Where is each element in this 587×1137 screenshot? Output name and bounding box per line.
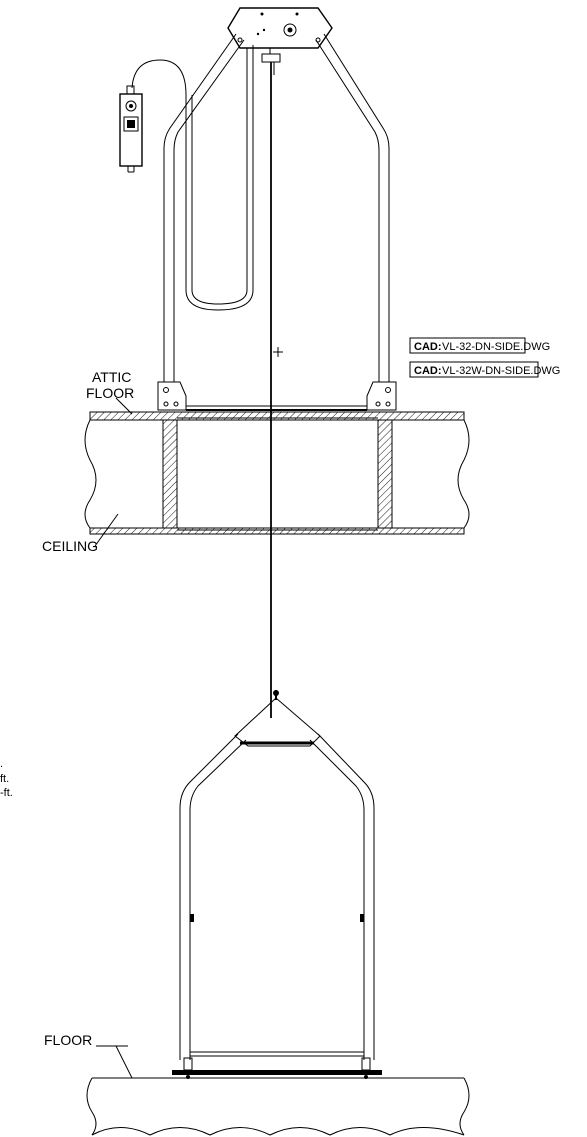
cad-ref-2-key: CAD: (414, 365, 442, 377)
attic-label-line1: ATTIC (92, 369, 131, 385)
cut-note-3: -ft. (0, 787, 13, 799)
attic-floor-section (84, 411, 470, 535)
motor-housing (227, 7, 333, 63)
control-cord (131, 45, 254, 311)
cut-note-1: . (0, 758, 3, 770)
cad-ref-1-key: CAD: (414, 341, 442, 353)
floor-section (86, 1077, 470, 1136)
floor-label: FLOOR (44, 1032, 92, 1048)
floor-leader (115, 1045, 133, 1079)
lower-carriage (172, 690, 382, 1079)
ceiling-label: CEILING (42, 538, 98, 554)
attic-label-line2: FLOOR (86, 385, 134, 401)
center-mark (273, 347, 283, 357)
pendant-switch (119, 85, 143, 173)
upper-frame (157, 33, 397, 411)
cad-ref-2-value: VL-32W-DN-SIDE.DWG (442, 365, 560, 377)
attic-floor-leader (115, 397, 133, 415)
cad-ref-1-value: VL-32-DN-SIDE.DWG (442, 341, 550, 353)
cut-note-2: ft. (0, 773, 9, 785)
ceiling-leader (94, 513, 119, 547)
cad-ref-1: CAD: VL-32-DN-SIDE.DWG (409, 337, 550, 354)
cad-ref-2: CAD: VL-32W-DN-SIDE.DWG (409, 361, 560, 378)
